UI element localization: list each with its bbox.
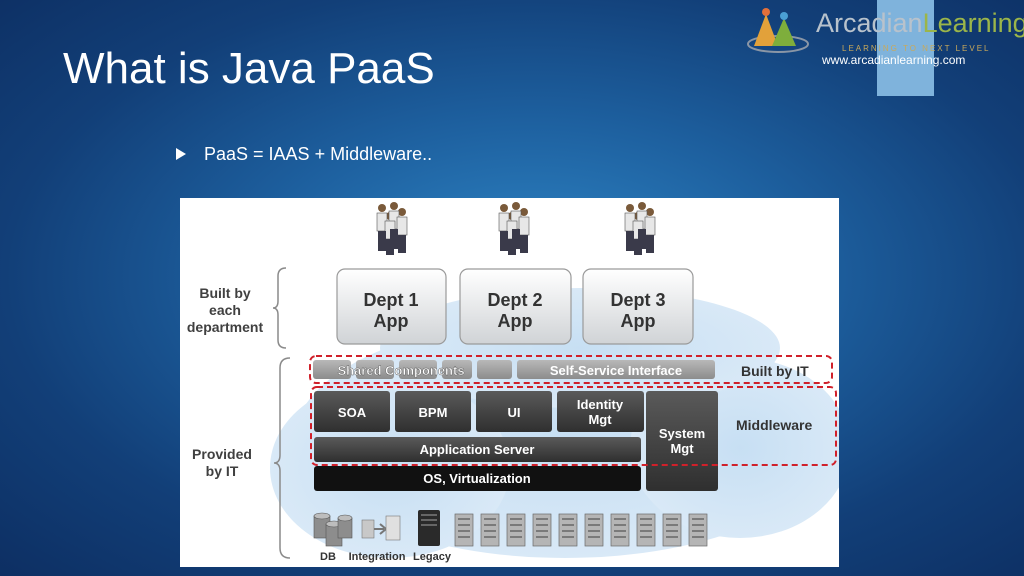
application-server-box: Application Server [314, 437, 641, 462]
database-icon [313, 512, 353, 547]
bullet-item: PaaS = IAAS + Middleware.. [176, 142, 432, 166]
svg-text:App: App [621, 311, 656, 331]
svg-text:OS, Virtualization: OS, Virtualization [423, 471, 530, 486]
label-provided-by-it: Provided by IT [192, 446, 252, 479]
svg-text:each: each [209, 302, 241, 318]
bpm-box: BPM [395, 391, 471, 432]
slide-title: What is Java PaaS [63, 44, 435, 93]
server-rack-icon [636, 513, 656, 547]
svg-text:Shared Components: Shared Components [337, 363, 464, 378]
server-rack-icon [584, 513, 604, 547]
identity-mgt-box: Identity Mgt [557, 391, 644, 432]
self-service-interface: Self-Service Interface [517, 360, 715, 379]
svg-text:Built by: Built by [199, 285, 251, 301]
svg-text:Self-Service Interface: Self-Service Interface [550, 363, 682, 378]
label-middleware: Middleware [736, 417, 812, 433]
server-rack-icon [662, 513, 682, 547]
svg-text:by IT: by IT [206, 463, 239, 479]
svg-text:SOA: SOA [338, 405, 367, 420]
logo-mark-icon [747, 8, 809, 53]
people-group-icon [498, 202, 530, 255]
bullet-arrow-icon [176, 148, 186, 160]
brace-top [272, 267, 287, 349]
label-built-by-it: Built by IT [741, 363, 809, 379]
server-rack-icon [610, 513, 630, 547]
integration-icon [361, 515, 401, 541]
logo-name: ArcadianLearning [816, 8, 1024, 38]
svg-text:Dept 2: Dept 2 [487, 290, 542, 310]
paas-diagram: Built by each department Provided by IT … [180, 198, 839, 567]
soa-box: SOA [314, 391, 390, 432]
svg-text:Dept 3: Dept 3 [610, 290, 665, 310]
svg-text:Application Server: Application Server [420, 442, 535, 457]
svg-text:Mgt: Mgt [670, 441, 694, 456]
dept-2-app: Dept 2 App [459, 268, 572, 345]
accent-bar [877, 0, 934, 96]
arcadian-logo: ArcadianLearning LEARNING TO NEXT LEVEL [746, 6, 1024, 56]
svg-text:Provided: Provided [192, 446, 252, 462]
svg-text:App: App [498, 311, 533, 331]
server-rack-row [454, 513, 708, 547]
dept-1-app: Dept 1 App [336, 268, 447, 345]
built-by-it-dashed-frame [309, 355, 833, 384]
svg-text:App: App [374, 311, 409, 331]
middleware-dashed-frame [310, 386, 837, 466]
brace-bottom [273, 357, 291, 559]
svg-text:department: department [187, 319, 264, 335]
people-group-icon [624, 202, 656, 255]
logo-tagline: LEARNING TO NEXT LEVEL [842, 44, 991, 53]
server-rack-icon [454, 513, 474, 547]
svg-text:Mgt: Mgt [588, 412, 612, 427]
people-group-icon [376, 202, 408, 255]
site-url: www.arcadianlearning.com [822, 53, 966, 67]
server-rack-icon [558, 513, 578, 547]
os-virtualization-box: OS, Virtualization [314, 466, 641, 491]
server-rack-icon [688, 513, 708, 547]
svg-text:UI: UI [508, 405, 521, 420]
label-built-by-each-department: Built by each department [187, 285, 264, 335]
svg-text:BPM: BPM [419, 405, 448, 420]
svg-text:Identity: Identity [577, 397, 624, 412]
server-rack-icon [506, 513, 526, 547]
server-rack-icon [532, 513, 552, 547]
legacy-server-icon [418, 510, 440, 546]
system-mgt-box: System Mgt [646, 391, 718, 491]
bullet-text: PaaS = IAAS + Middleware.. [204, 143, 433, 164]
label-db: DB [320, 551, 336, 563]
ui-box: UI [476, 391, 552, 432]
svg-text:System: System [659, 426, 705, 441]
svg-text:Dept 1: Dept 1 [363, 290, 418, 310]
label-legacy: Legacy [413, 551, 452, 563]
shared-components: Shared Components [313, 360, 512, 379]
dept-3-app: Dept 3 App [582, 268, 694, 345]
server-rack-icon [480, 513, 500, 547]
label-integration: Integration [349, 551, 406, 563]
